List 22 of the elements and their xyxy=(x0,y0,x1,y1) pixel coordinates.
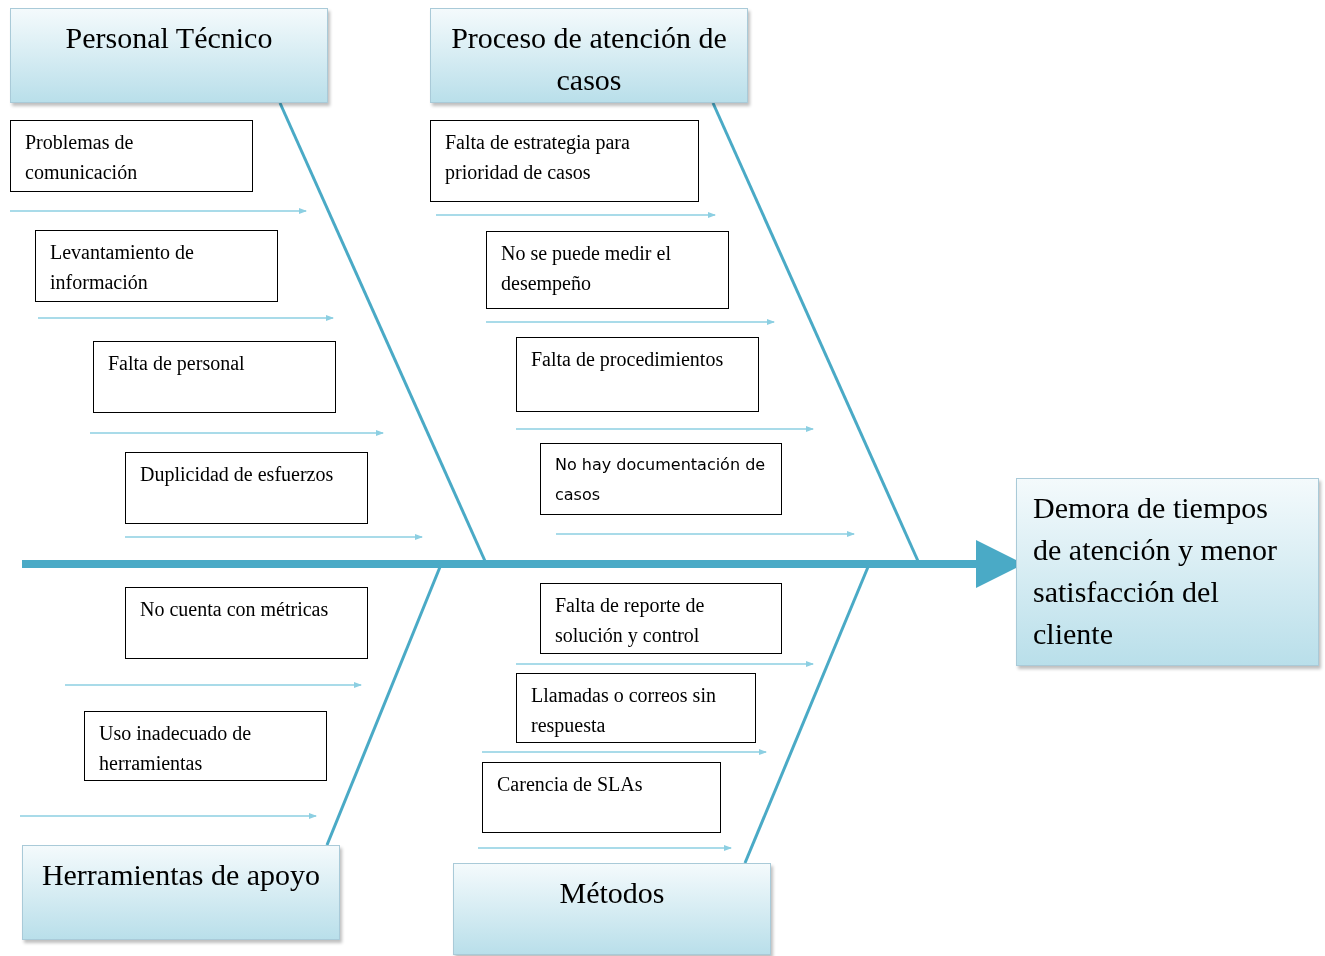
cause-box: Falta de reporte de solución y control xyxy=(540,583,782,654)
cause-box: No hay documentación de casos xyxy=(540,443,782,515)
cause-box: Carencia de SLAs xyxy=(482,762,721,833)
cause-box: No cuenta con métricas xyxy=(125,587,368,659)
category-box: Herramientas de apoyo xyxy=(22,845,340,940)
category-box: Métodos xyxy=(453,863,771,955)
cause-box: Falta de personal xyxy=(93,341,336,413)
category-box: Personal Técnico xyxy=(10,8,328,103)
cause-box: Levantamiento de información xyxy=(35,230,278,302)
cause-box: Problemas de comunicación xyxy=(10,120,253,192)
cause-box: Llamadas o correos sin respuesta xyxy=(516,673,756,743)
cause-box: Uso inadecuado de herramientas xyxy=(84,711,327,781)
cause-box: No se puede medir el desempeño xyxy=(486,231,729,309)
cause-box: Falta de estrategia para prioridad de casos xyxy=(430,120,699,202)
category-box: Proceso de atención de casos xyxy=(430,8,748,103)
effect-box: Demora de tiempos de atención y menor satisfacción del cliente xyxy=(1016,478,1319,666)
cause-box: Duplicidad de esfuerzos xyxy=(125,452,368,524)
bone-line xyxy=(278,102,487,562)
bone-line xyxy=(711,102,920,562)
cause-box: Falta de procedimientos xyxy=(516,337,759,412)
bone-line xyxy=(743,566,870,864)
bone-line xyxy=(325,566,442,846)
